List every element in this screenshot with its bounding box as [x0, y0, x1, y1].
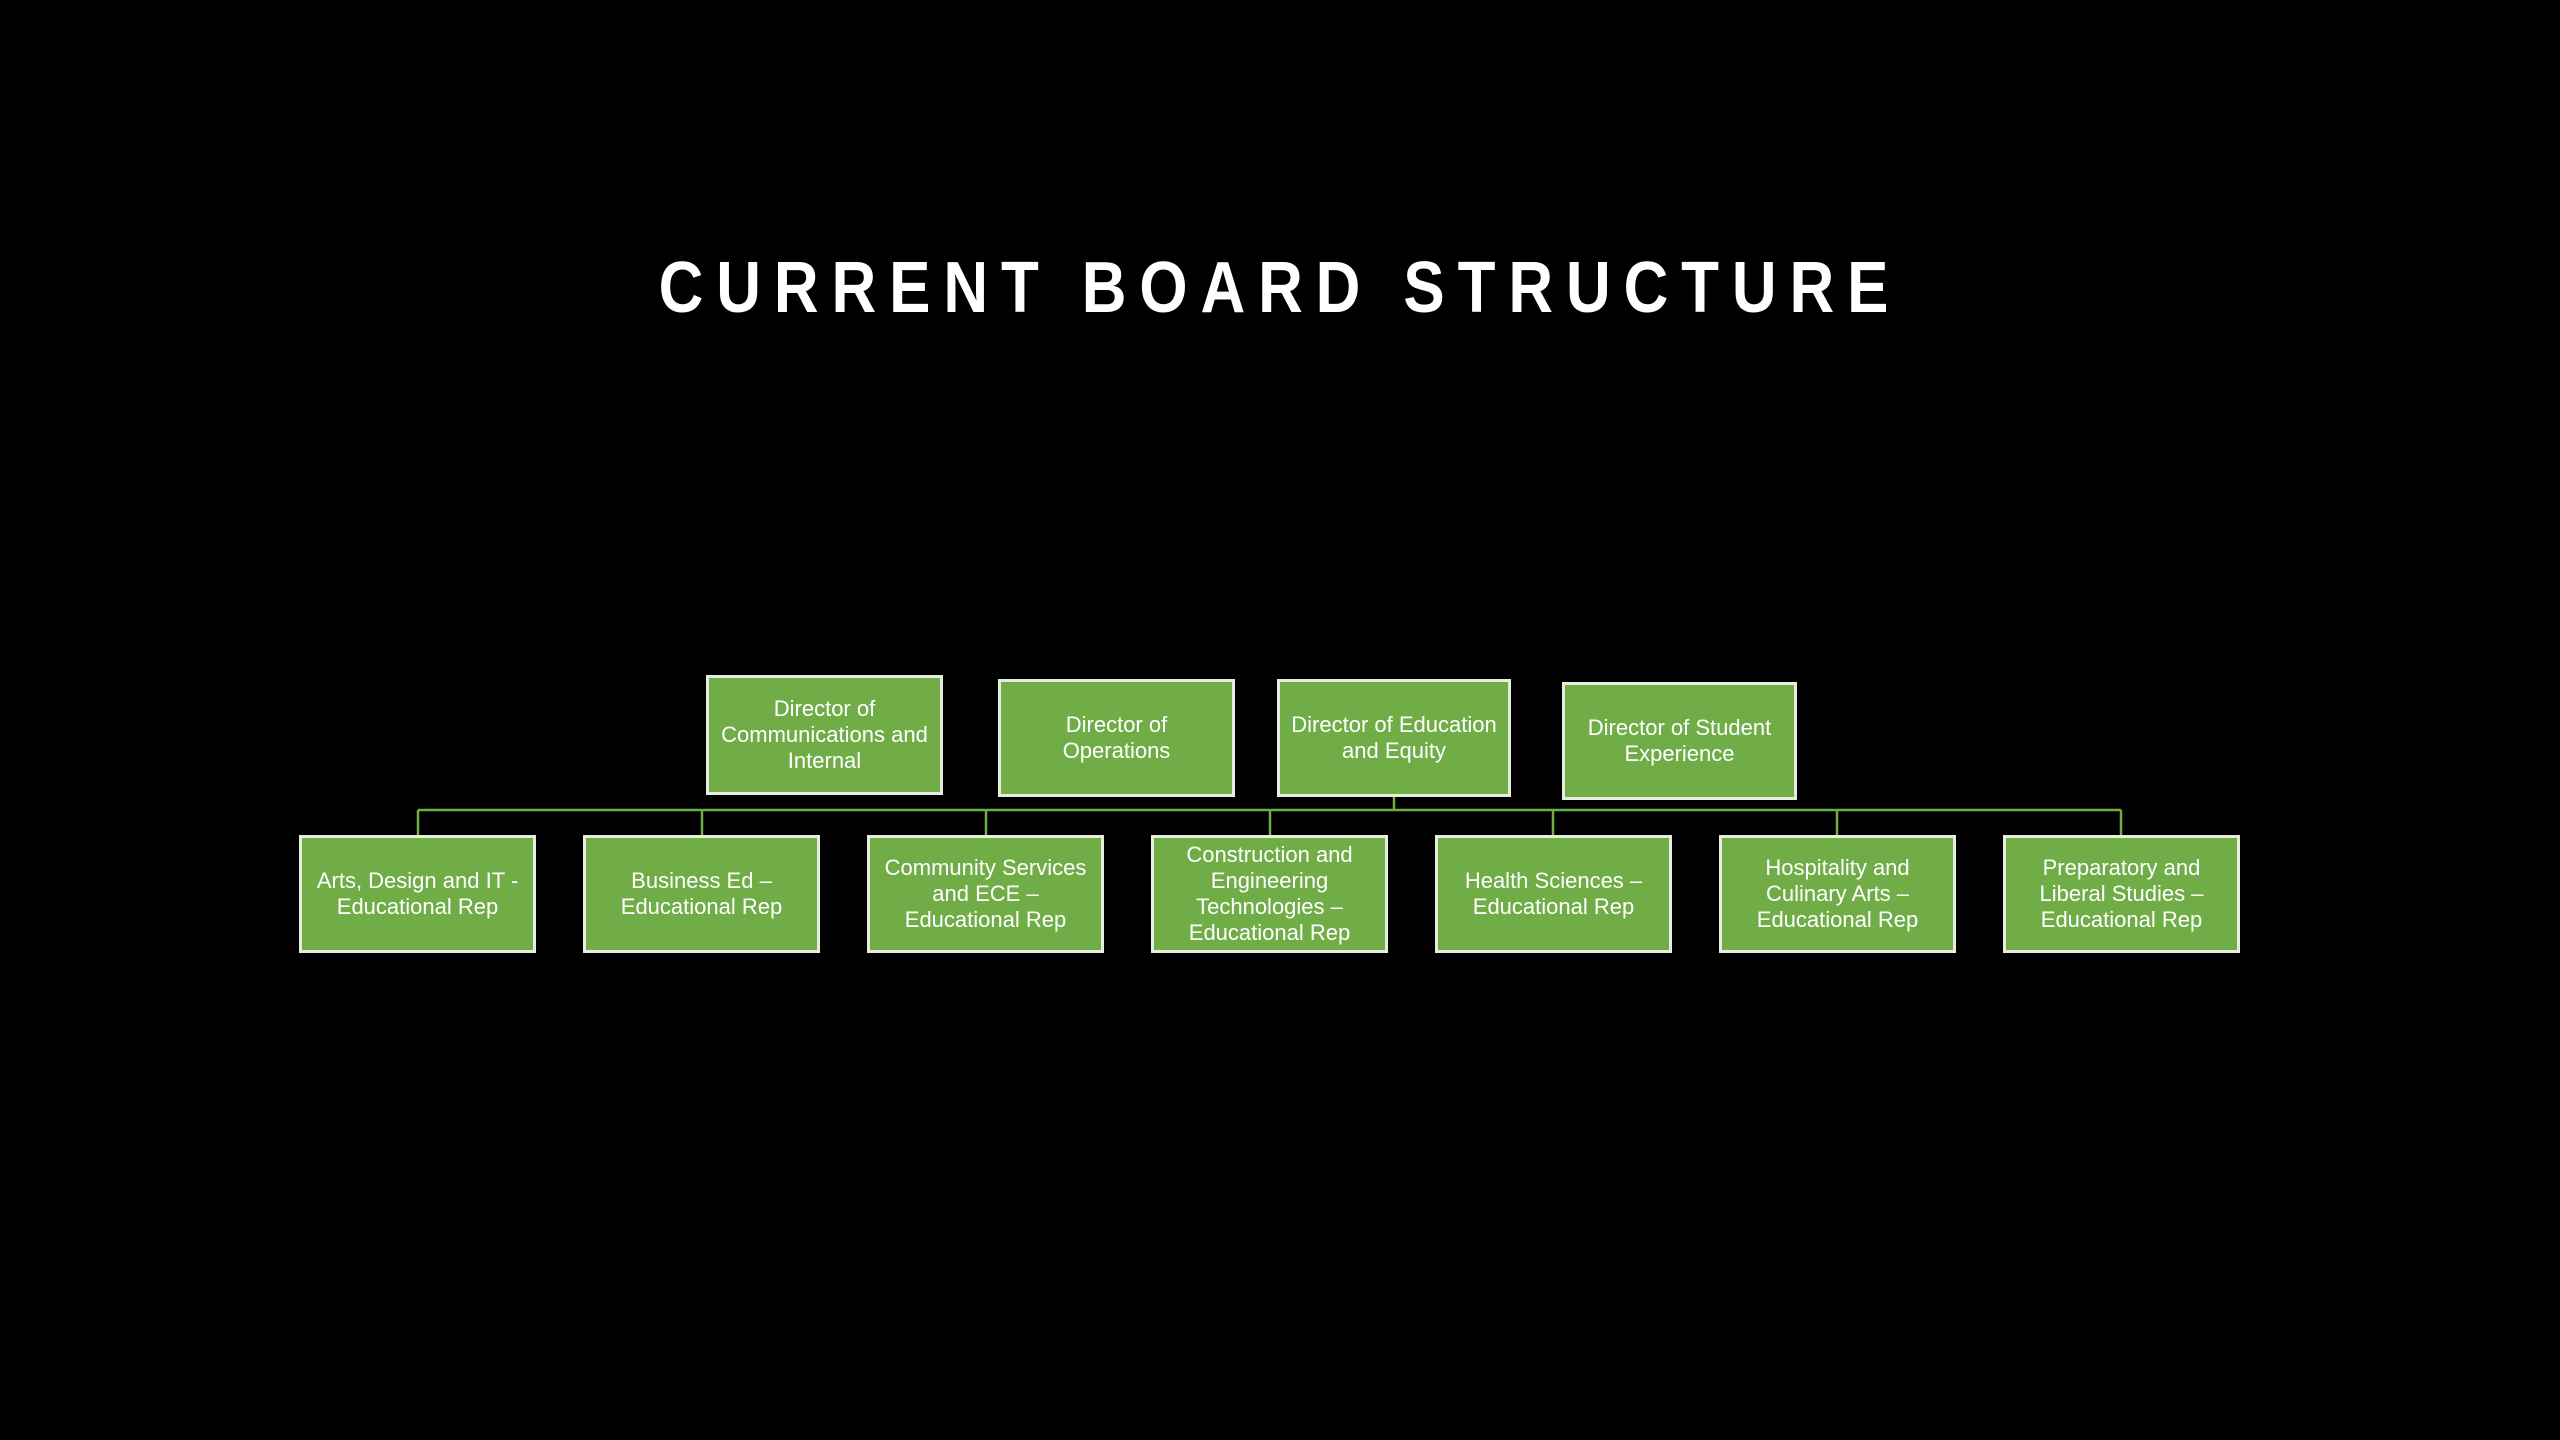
node-label: Director of Communications and Internal	[721, 696, 928, 773]
node-rep-health-sciences: Health Sciences – Educational Rep	[1435, 835, 1672, 953]
node-rep-business-ed: Business Ed – Educational Rep	[583, 835, 820, 953]
node-label: Director of Student Experience	[1587, 715, 1772, 766]
node-label: Construction and Engineering Technologie…	[1186, 842, 1353, 945]
node-label: Director of Education and Equity	[1291, 712, 1497, 763]
node-director-student-experience: Director of Student Experience	[1562, 682, 1797, 800]
node-label: Community Services and ECE – Educational…	[884, 855, 1087, 932]
node-rep-hospitality-culinary: Hospitality and Culinary Arts – Educatio…	[1719, 835, 1956, 953]
node-rep-community-services-ece: Community Services and ECE – Educational…	[867, 835, 1104, 953]
node-rep-arts-design-it: Arts, Design and IT - Educational Rep	[299, 835, 536, 953]
node-rep-construction-engineering: Construction and Engineering Technologie…	[1151, 835, 1388, 953]
node-director-communications: Director of Communications and Internal	[706, 675, 943, 795]
node-label: Director of Operations	[1062, 712, 1171, 763]
node-label: Health Sciences – Educational Rep	[1464, 868, 1643, 919]
node-label: Preparatory and Liberal Studies – Educat…	[2039, 855, 2204, 932]
slide-title: CURRENT BOARD STRUCTURE	[658, 248, 1902, 328]
node-label: Hospitality and Culinary Arts – Educatio…	[1756, 855, 1919, 932]
node-label: Business Ed – Educational Rep	[620, 868, 783, 919]
node-director-operations: Director of Operations	[998, 679, 1235, 797]
node-director-education-equity: Director of Education and Equity	[1277, 679, 1511, 797]
node-rep-preparatory-liberal-studies: Preparatory and Liberal Studies – Educat…	[2003, 835, 2240, 953]
node-label: Arts, Design and IT - Educational Rep	[316, 868, 519, 919]
